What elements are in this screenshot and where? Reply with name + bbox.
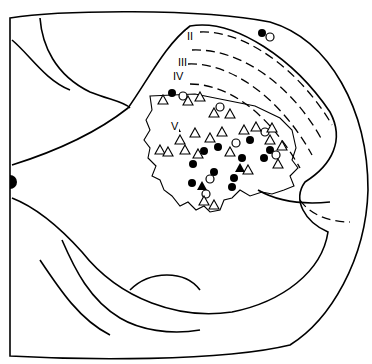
filled-circle-symbol xyxy=(168,89,176,97)
open-triangle-symbol xyxy=(155,145,165,154)
open-triangle-symbol xyxy=(183,96,193,105)
filled-circle-symbol xyxy=(246,136,254,144)
white-matter-boundary xyxy=(40,18,130,108)
open-triangle-symbol xyxy=(158,95,168,104)
filled-triangle-symbol xyxy=(197,181,207,190)
lamina-boundary xyxy=(192,50,322,140)
filled-triangle-symbol xyxy=(235,163,245,172)
filled-circle-symbol xyxy=(189,160,197,168)
ventral-horn-contour xyxy=(62,240,200,332)
open-circle-symbol xyxy=(272,151,280,159)
open-triangle-symbol xyxy=(209,200,219,209)
filled-circle-symbol xyxy=(238,154,246,162)
filled-circle-symbol xyxy=(214,143,222,151)
open-circle-symbol xyxy=(266,33,274,41)
white-matter-boundary xyxy=(12,40,70,90)
open-circle-symbol xyxy=(216,103,224,111)
recording-region xyxy=(144,94,298,212)
open-triangle-symbol xyxy=(273,159,283,168)
open-triangle-symbol xyxy=(225,147,235,156)
filled-circle-symbol xyxy=(260,154,268,162)
open-triangle-symbol xyxy=(265,135,275,144)
lamina-label: V xyxy=(170,120,179,132)
filled-circle-symbol xyxy=(188,179,196,187)
open-triangle-symbol xyxy=(190,128,200,137)
open-triangle-symbol xyxy=(251,122,261,131)
open-triangle-symbol xyxy=(175,135,185,144)
ventral-horn-contour xyxy=(130,275,200,290)
open-triangle-symbol xyxy=(217,127,227,136)
filled-circle-symbol xyxy=(258,29,266,37)
open-triangle-symbol xyxy=(243,165,253,174)
lamina-label: IV xyxy=(172,70,184,82)
lamina-boundary xyxy=(258,190,330,203)
lamina-boundary xyxy=(300,200,350,222)
open-circle-symbol xyxy=(232,139,240,147)
open-triangle-symbol xyxy=(209,108,219,117)
open-triangle-symbol xyxy=(199,196,209,205)
open-triangle-symbol xyxy=(180,145,190,154)
lamina-label: II xyxy=(186,30,194,42)
lamina-label: III xyxy=(177,56,188,68)
open-circle-symbol xyxy=(206,175,214,183)
open-triangle-symbol xyxy=(225,109,235,118)
open-triangle-symbol xyxy=(277,141,287,150)
open-triangle-symbol xyxy=(205,133,215,142)
open-triangle-symbol xyxy=(163,147,173,156)
open-triangle-symbol xyxy=(193,149,203,158)
ventral-horn-contour xyxy=(40,260,110,335)
filled-circle-symbol xyxy=(230,174,238,182)
gray-matter-outline xyxy=(12,25,336,314)
open-triangle-symbol xyxy=(239,125,249,134)
filled-circle-symbol xyxy=(228,183,236,191)
open-triangle-symbol xyxy=(195,92,205,101)
central-canal xyxy=(10,175,17,189)
open-circle-symbol xyxy=(179,92,187,100)
cord-outline xyxy=(10,12,368,359)
open-triangle-symbol xyxy=(267,123,277,132)
lamina-boundary xyxy=(188,64,312,155)
